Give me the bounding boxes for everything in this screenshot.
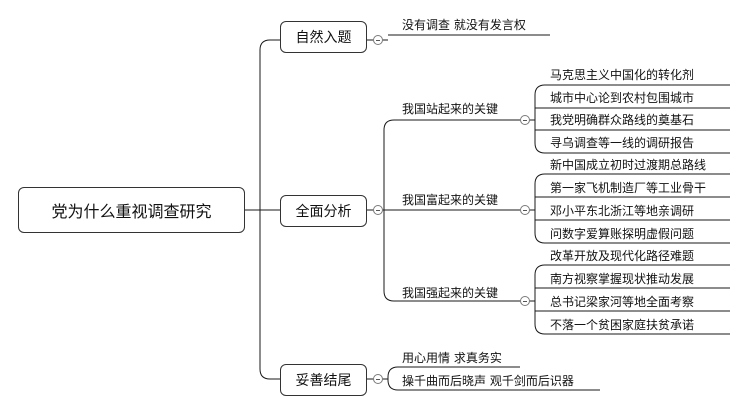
sub-topic-label[interactable]: 我国强起来的关键 <box>402 286 499 300</box>
collapse-toggle-icon[interactable] <box>373 374 383 384</box>
sub-3-spine <box>534 264 546 335</box>
ending-note[interactable]: 操千曲而后晓声 观千剑而后识器 <box>402 374 574 388</box>
ending-note[interactable]: 用心用情 求真务实 <box>402 351 502 365</box>
leaf-item[interactable]: 第一家飞机制造厂等工业骨干 <box>550 181 707 195</box>
leaf-item[interactable]: 我党明确群众路线的奠基石 <box>550 113 695 127</box>
collapse-toggle-icon[interactable] <box>520 296 530 306</box>
root-label: 党为什么重视调查研究 <box>51 202 212 221</box>
branch-label: 全面分析 <box>295 204 352 220</box>
sub-topic-label[interactable]: 我国富起来的关键 <box>402 193 499 207</box>
branch-3-spine <box>387 366 399 391</box>
root-node[interactable]: 党为什么重视调查研究 <box>18 187 245 233</box>
collapse-toggle-icon[interactable] <box>520 115 530 125</box>
branch-label: 自然入题 <box>295 30 352 46</box>
branch-node-intro[interactable]: 自然入题 <box>280 21 367 53</box>
leaf-item[interactable]: 改革开放及现代化路径难题 <box>550 249 695 263</box>
leaf-item[interactable]: 不落一个贫困家庭扶贫承诺 <box>550 318 695 332</box>
leaf-item[interactable]: 城市中心论到农村包围城市 <box>550 91 695 105</box>
sub-topic-label[interactable]: 我国站起来的关键 <box>402 102 499 116</box>
leaf-item[interactable]: 马克思主义中国化的转化剂 <box>550 68 695 82</box>
branch-label: 妥善结尾 <box>295 373 352 389</box>
leaf-item[interactable]: 寻乌调查等一线的调研报告 <box>550 136 695 150</box>
collapse-toggle-icon[interactable] <box>520 205 530 215</box>
sub-1-spine <box>534 84 546 154</box>
leaf-item[interactable]: 邓小平东北浙江等地亲调研 <box>550 204 695 218</box>
leaf-item[interactable]: 总书记梁家河等地全面考察 <box>550 295 695 309</box>
intro-note[interactable]: 没有调查 就没有发言权 <box>402 18 526 32</box>
collapse-toggle-icon[interactable] <box>373 205 383 215</box>
leaf-item[interactable]: 南方视察掌握现状推动发展 <box>550 272 695 286</box>
collapse-toggle-icon[interactable] <box>373 35 383 45</box>
leaf-item[interactable]: 问数字爱算账探明虚假问题 <box>550 227 695 241</box>
branch-node-analysis[interactable]: 全面分析 <box>280 195 367 227</box>
leaf-item[interactable]: 新中国成立初时过渡期总路线 <box>550 158 707 172</box>
branch-node-ending[interactable]: 妥善结尾 <box>280 364 367 396</box>
sub-2-spine <box>534 173 546 244</box>
